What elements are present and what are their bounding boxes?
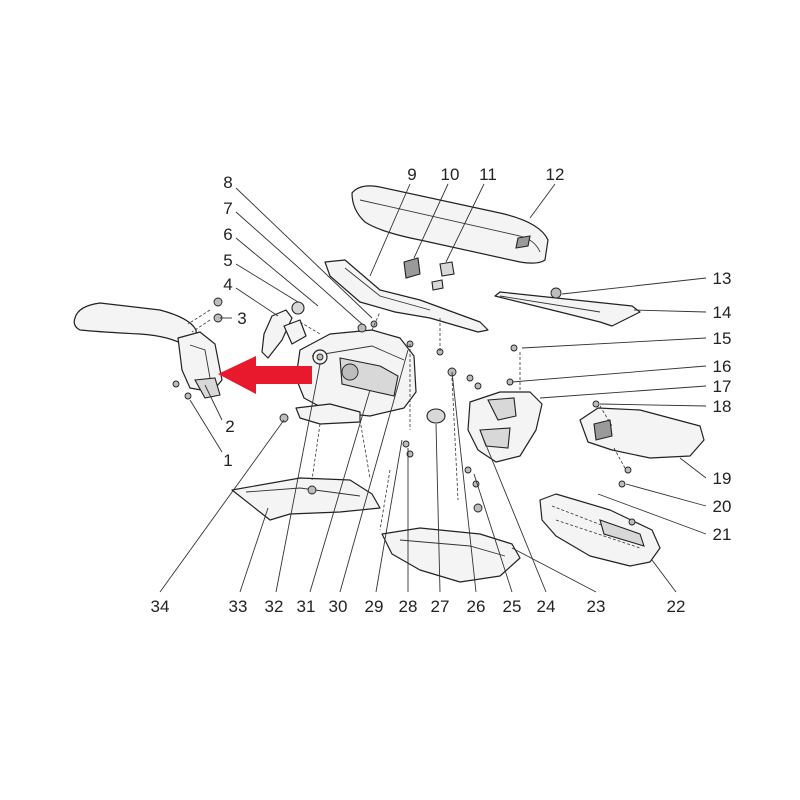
callout-7: 7 (223, 199, 232, 218)
seat-logo (515, 235, 531, 249)
callout-3: 3 (237, 309, 246, 328)
callout-17: 17 (713, 377, 732, 396)
skid-plate-rail (599, 519, 645, 547)
callout-31: 31 (297, 597, 316, 616)
clip-part (439, 261, 455, 277)
leader-lines (159, 183, 707, 593)
callout-14: 14 (713, 303, 732, 322)
callout-32: 32 (265, 597, 284, 616)
rear-side-cover-part (381, 527, 521, 583)
callout-24: 24 (537, 597, 556, 616)
skid-plate-part (539, 493, 661, 567)
callout-28: 28 (399, 597, 418, 616)
callout-27: 27 (431, 597, 450, 616)
screw-13 (550, 287, 562, 299)
callout-13: 13 (713, 269, 732, 288)
rear-fender-light (593, 419, 613, 441)
callout-18: 18 (713, 397, 732, 416)
fender-flap-part (194, 377, 221, 399)
assembly-dash-lines (187, 309, 627, 531)
bumper-part (403, 257, 421, 279)
filler-cap-part (291, 301, 305, 315)
callout-labels: 1 2 3 4 5 6 7 8 9 10 11 12 13 14 15 16 1… (151, 165, 732, 616)
callout-9: 9 (407, 165, 416, 184)
rear-frame-detail (487, 397, 517, 421)
shroud-part (261, 309, 293, 359)
callout-12: 12 (546, 165, 565, 184)
callout-5: 5 (223, 251, 232, 270)
callout-26: 26 (467, 597, 486, 616)
callout-21: 21 (713, 525, 732, 544)
callout-19: 19 (713, 469, 732, 488)
callout-22: 22 (667, 597, 686, 616)
callout-1: 1 (223, 451, 232, 470)
highlight-arrow (218, 356, 312, 394)
callout-30: 30 (329, 597, 348, 616)
top-side-panel-part (494, 291, 641, 327)
callout-8: 8 (223, 173, 232, 192)
clip-part-b (431, 279, 444, 291)
hardware-fasteners (172, 297, 636, 526)
grommet-part (426, 408, 446, 424)
callout-11: 11 (479, 165, 497, 184)
callout-6: 6 (223, 225, 232, 244)
callout-20: 20 (713, 497, 732, 516)
side-cover-part (231, 477, 381, 521)
callout-2: 2 (225, 417, 234, 436)
seat-frame-rail-part (324, 259, 489, 333)
bracket-part (283, 319, 307, 345)
callout-15: 15 (713, 329, 732, 348)
callout-10: 10 (441, 165, 460, 184)
seat-part (351, 185, 549, 264)
callout-25: 25 (503, 597, 522, 616)
callout-4: 4 (223, 275, 232, 294)
callout-33: 33 (229, 597, 248, 616)
callout-23: 23 (587, 597, 606, 616)
callout-16: 16 (713, 357, 732, 376)
rear-fender-part (579, 407, 705, 459)
callout-34: 34 (151, 597, 170, 616)
callout-29: 29 (365, 597, 384, 616)
